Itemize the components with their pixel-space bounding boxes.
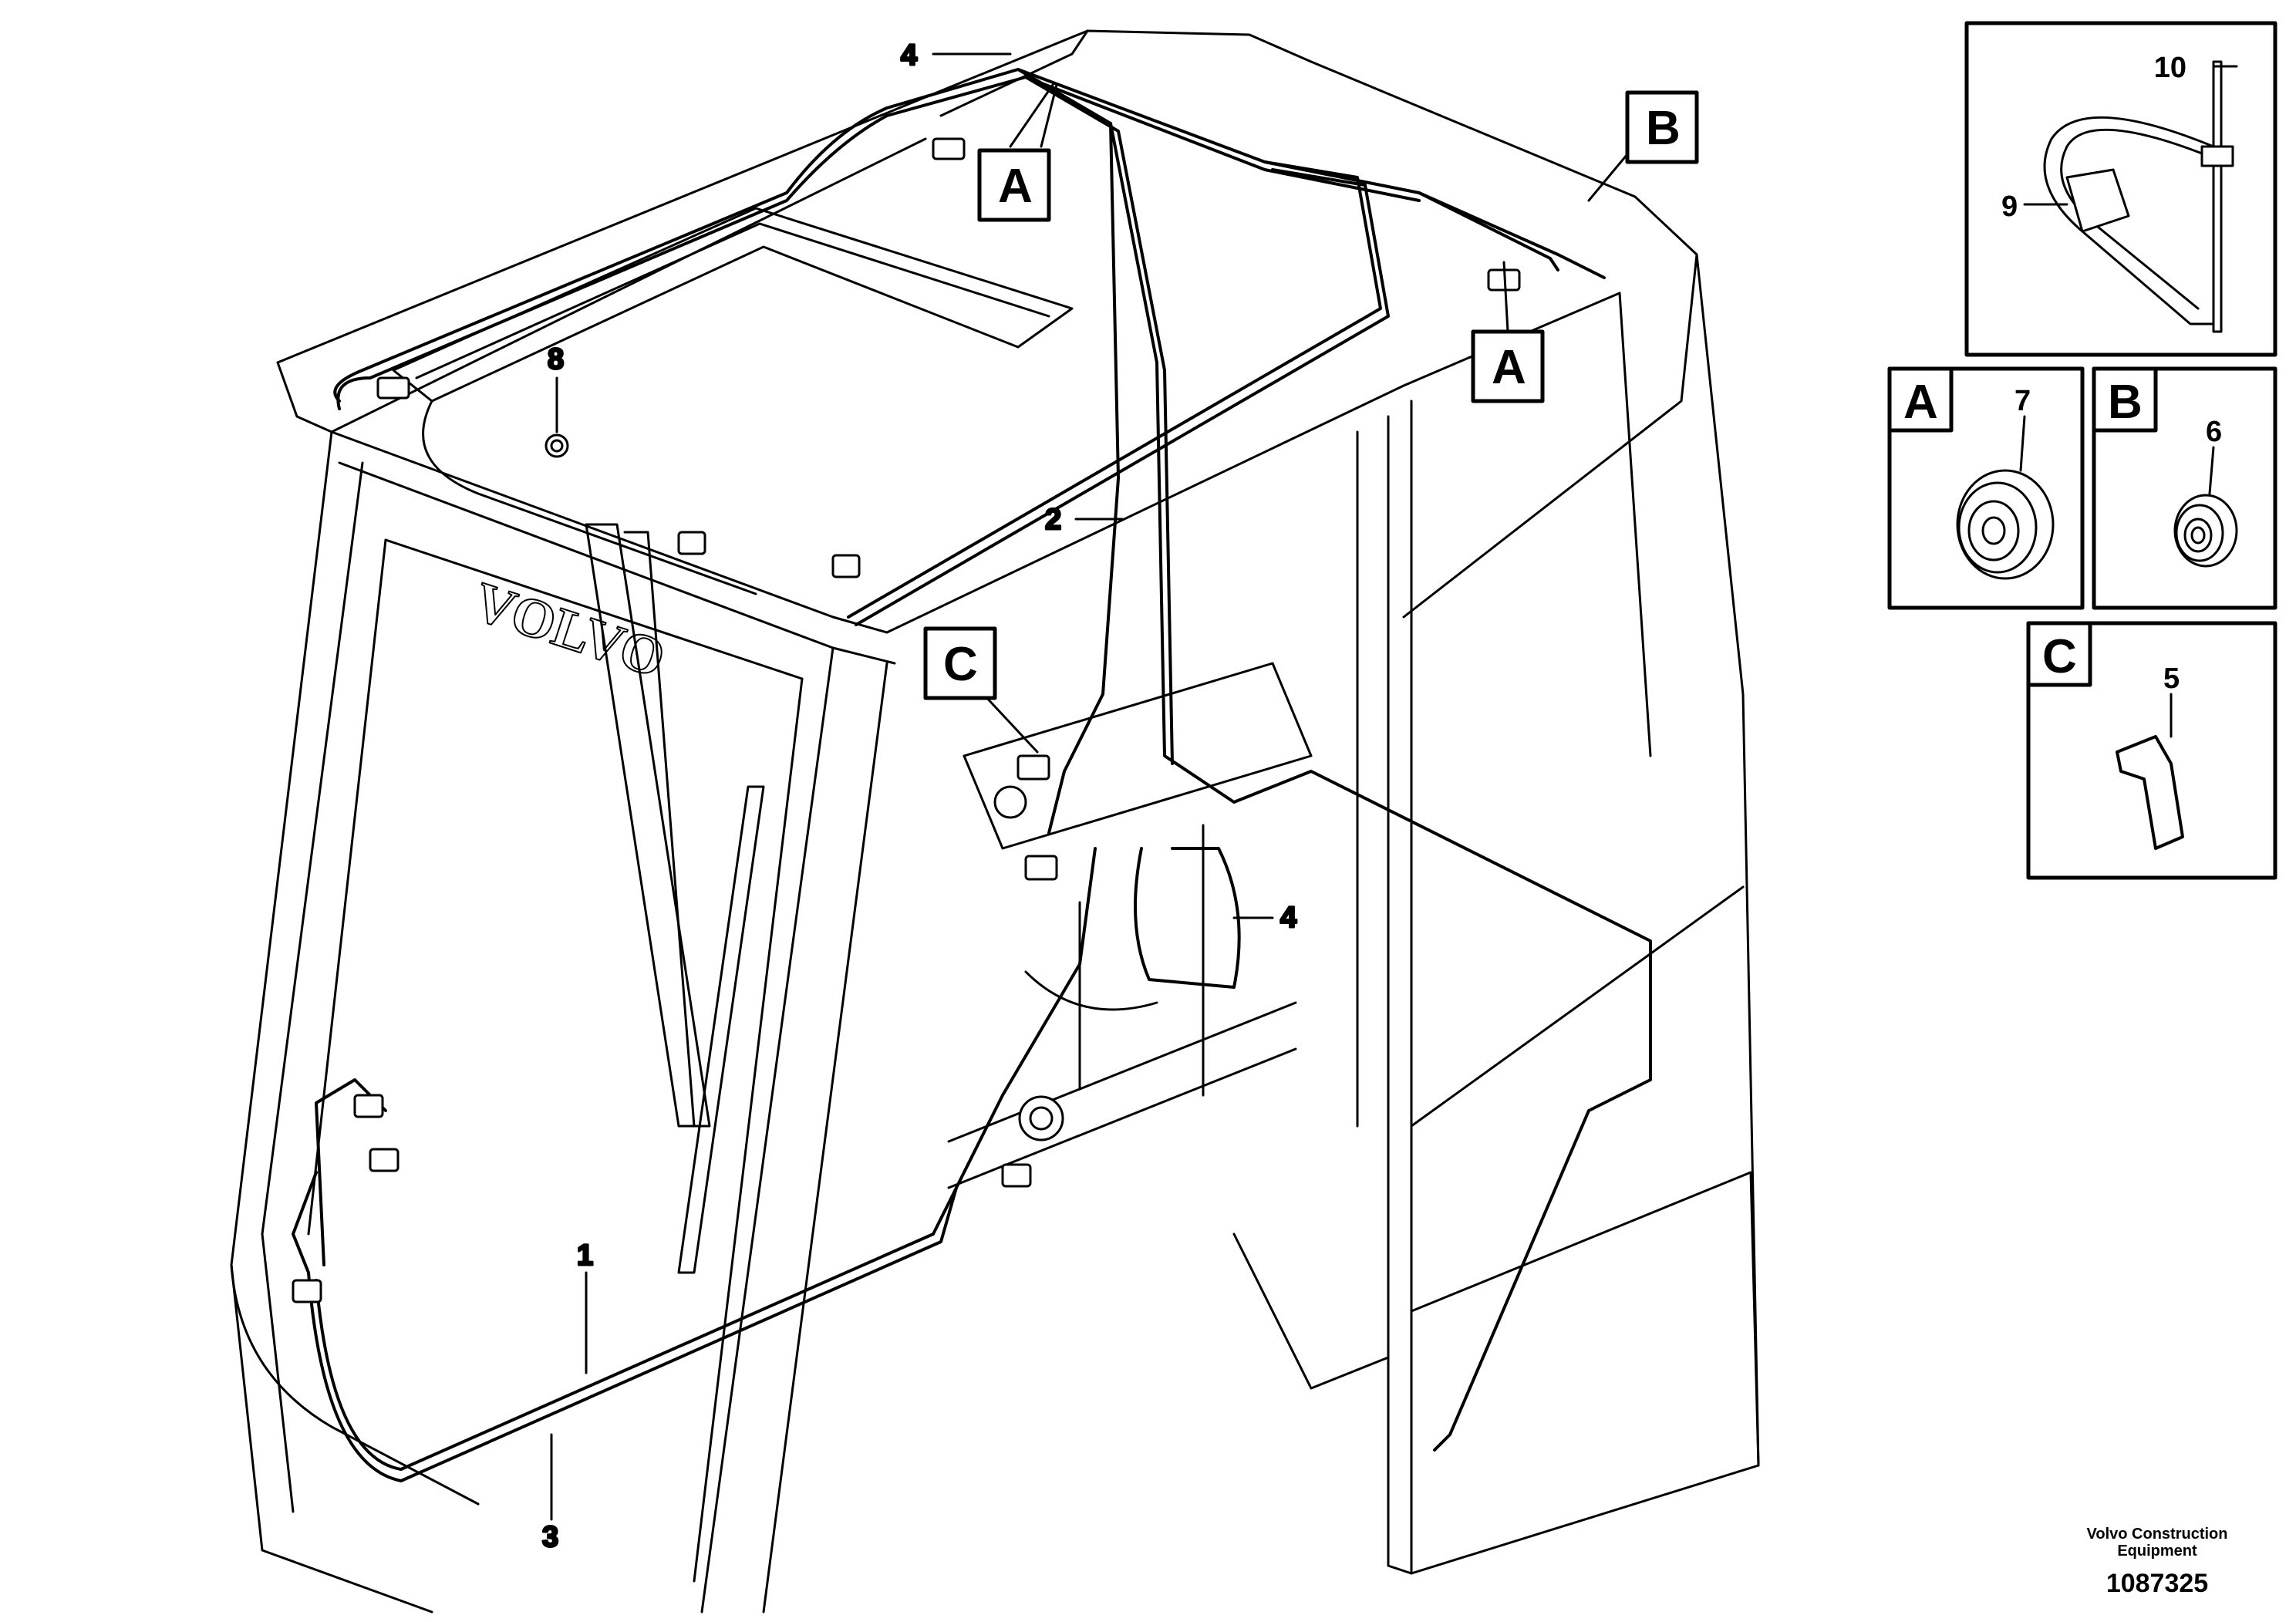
callout-2: 2: [1045, 504, 1061, 536]
cab-frame: [230, 29, 1760, 1614]
detail-panel-c: [2026, 621, 2277, 880]
ref-box-a-right: A: [1471, 329, 1545, 403]
svg-text:A: A: [998, 160, 1033, 213]
connectors: [292, 137, 1521, 1303]
footer-brand-line2: Equipment: [2117, 1543, 2197, 1560]
detail-panel-cable-tie: [1964, 21, 2277, 357]
detail-label-a: A: [1903, 376, 1938, 429]
detail-panel-a: [1887, 366, 2085, 610]
callout-8: 8: [548, 343, 564, 376]
figure-number: 1087325: [2106, 1569, 2209, 1598]
harness-wires: [292, 68, 1652, 1482]
callout-5: 5: [2163, 663, 2180, 695]
figure-footer: Volvo Construction Equipment 1087325: [2049, 1526, 2265, 1599]
callout-6: 6: [2206, 416, 2222, 448]
svg-text:A: A: [1492, 341, 1526, 394]
callout-4-mid: 4: [1280, 902, 1296, 934]
volvo-watermark: VOLVO: [467, 570, 673, 690]
svg-text:C: C: [943, 638, 978, 691]
svg-text:B: B: [1646, 102, 1681, 155]
callout-9: 9: [2001, 191, 2018, 223]
ref-box-a-top: A: [977, 148, 1051, 222]
detail-label-b: B: [2108, 376, 2143, 429]
callout-10: 10: [2154, 52, 2186, 84]
detail-label-c: C: [2042, 630, 2077, 683]
callout-3: 3: [542, 1521, 558, 1553]
callout-7: 7: [2014, 385, 2031, 417]
ref-box-c-left: C: [923, 626, 997, 700]
callout-1: 1: [577, 1239, 593, 1272]
leader-lines: [550, 52, 1629, 1521]
callout-4-top: 4: [901, 39, 917, 72]
wiper-arms: [585, 523, 765, 1274]
detail-panel-b: [2092, 366, 2277, 610]
footer-brand-line1: Volvo Construction: [2086, 1526, 2228, 1543]
ref-box-b-top: B: [1625, 90, 1699, 164]
